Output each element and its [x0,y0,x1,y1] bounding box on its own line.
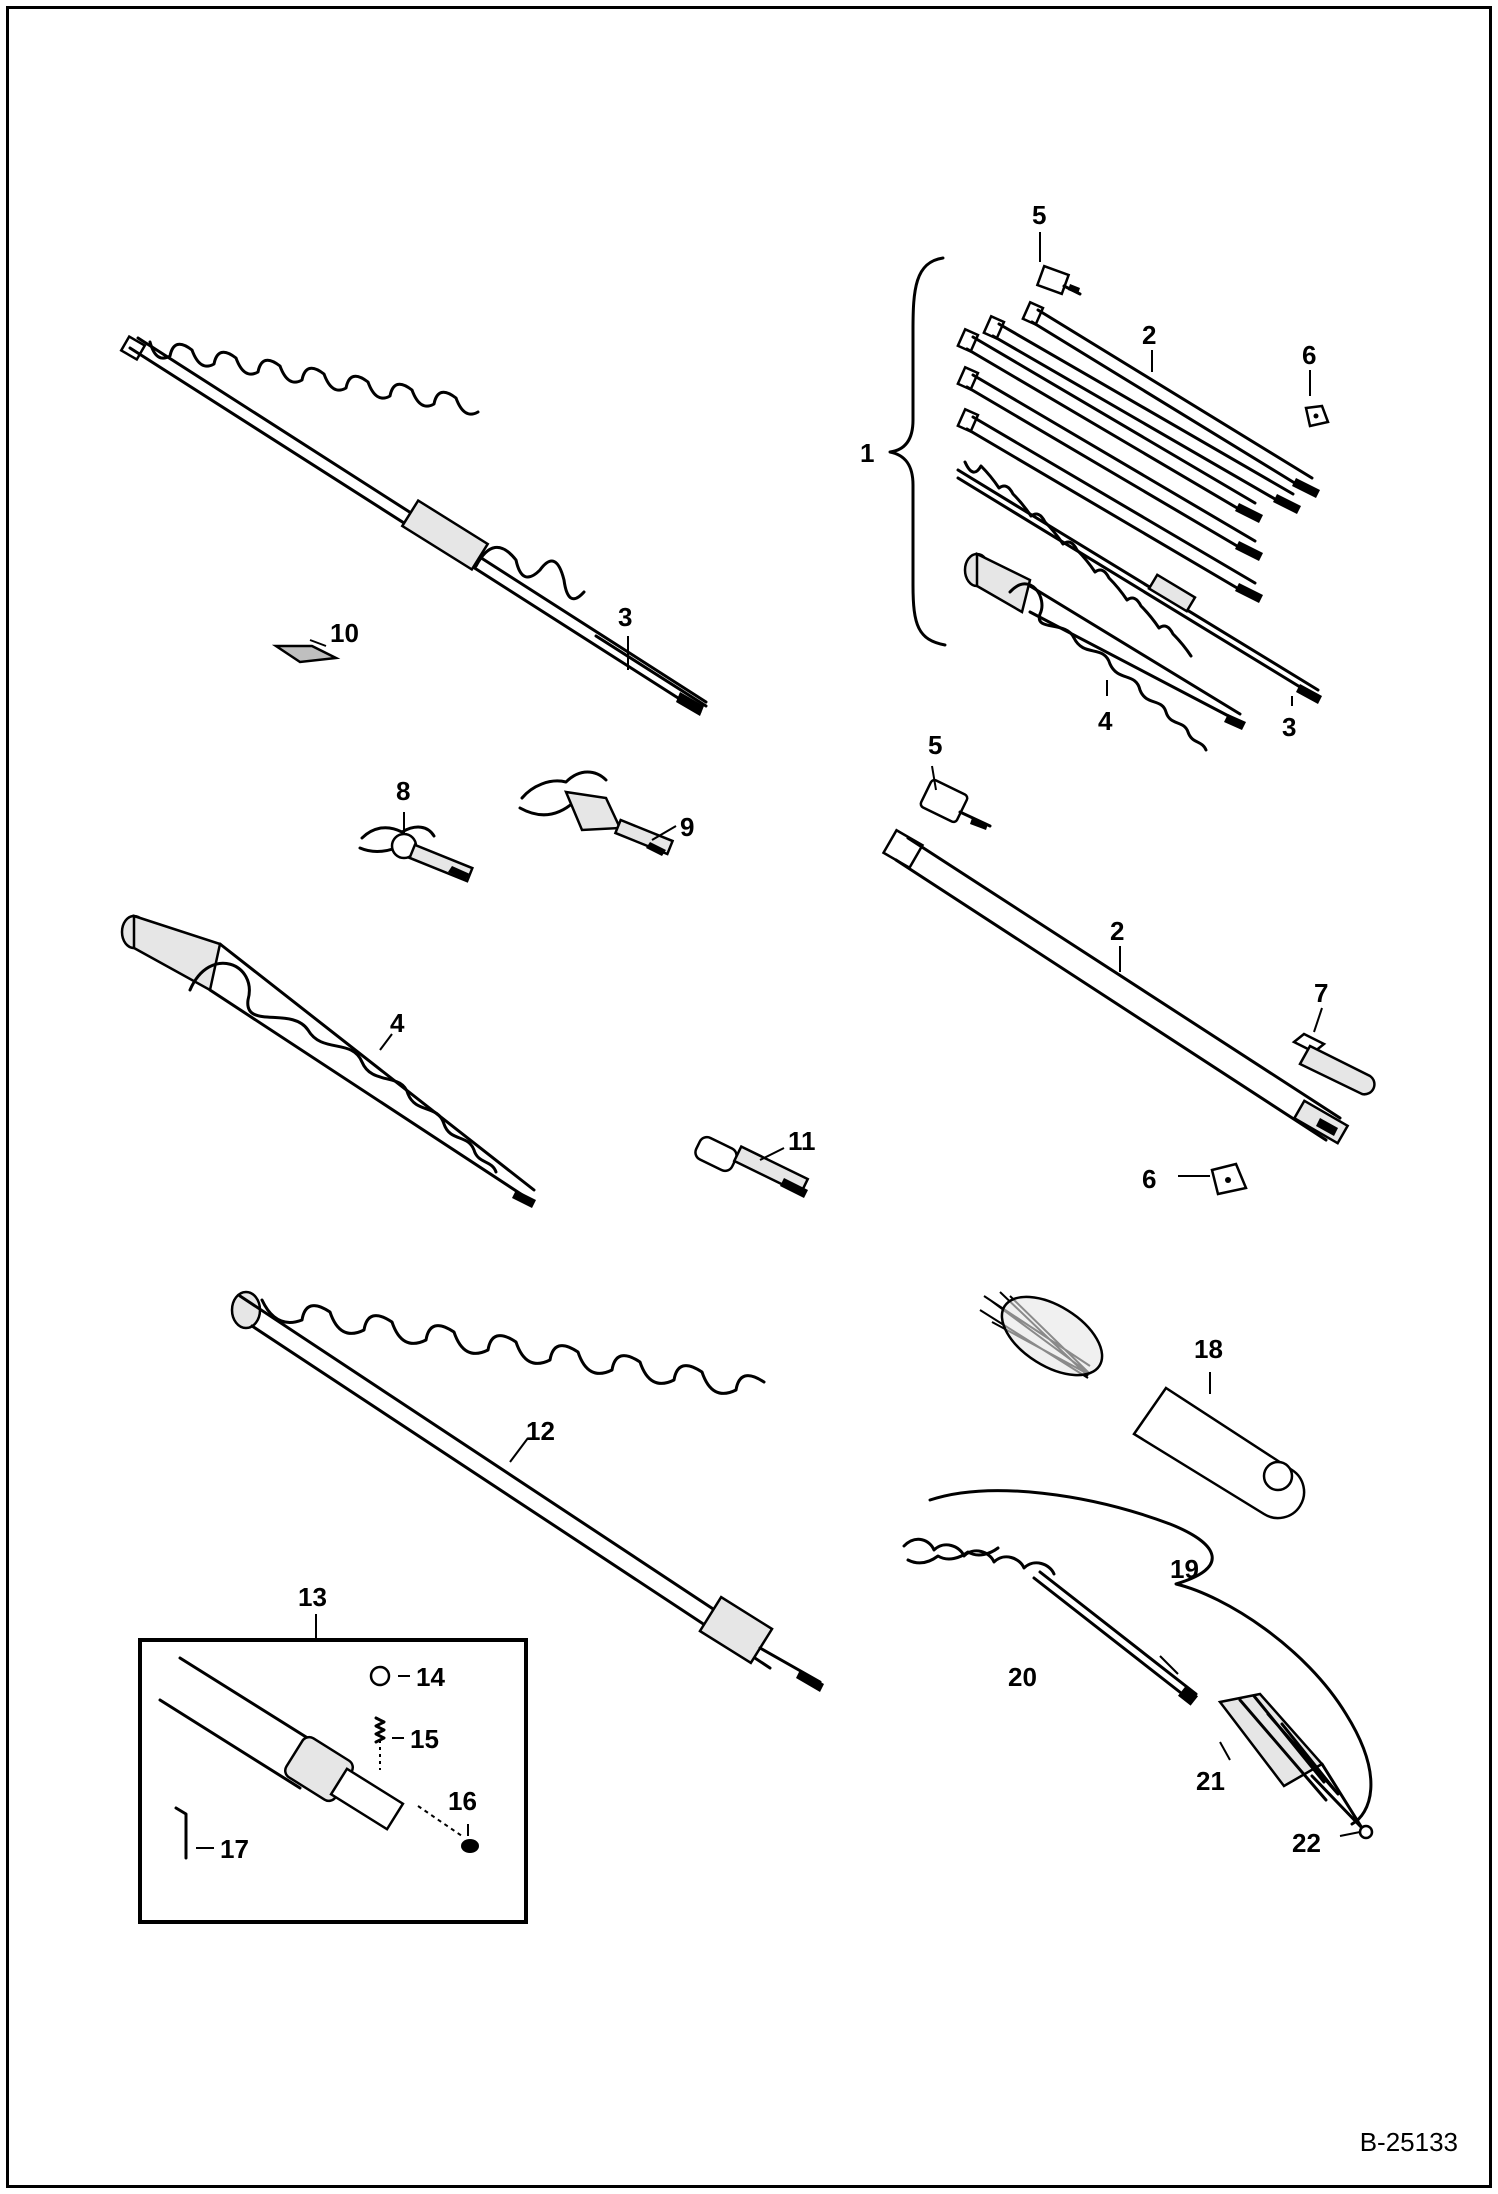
callout-6-kit: 6 [1302,340,1317,370]
callout-10: 10 [330,618,359,648]
callout-17: 17 [220,1834,249,1864]
tip-22 [1358,1824,1374,1840]
callout-8: 8 [396,776,411,806]
callout-2-mid: 2 [1110,916,1125,946]
callout-11: 11 [788,1126,816,1156]
detail-box-13 [138,1638,528,1924]
cone-21 [1217,1692,1364,1830]
callout-6-mid: 6 [1142,1164,1157,1194]
tooth-11 [694,1135,810,1198]
kit-pin-6 [1304,404,1330,428]
callout-14: 14 [416,1662,445,1692]
pin-10 [271,644,341,664]
rod-2 [881,828,1350,1145]
callout-9: 9 [680,812,695,842]
callout-4-kit: 4 [1098,706,1113,736]
callout-3-left: 3 [618,602,633,632]
pin-7 [1291,1032,1376,1096]
tooth-8 [358,825,474,883]
auger-12 [230,1290,824,1692]
kit-small-auger-3 [956,460,1322,704]
auger-4 [120,914,536,1208]
callout-19: 19 [1170,1554,1199,1584]
kit-tapered-auger-4 [963,551,1246,752]
coupler-5 [919,778,992,830]
callout-22: 22 [1292,1828,1321,1858]
callout-1: 1 [860,438,875,468]
brush-18 [979,1291,1306,1520]
callout-20: 20 [1008,1662,1037,1692]
callout-13: 13 [298,1582,327,1612]
callout-18: 18 [1194,1334,1223,1364]
callout-12: 12 [526,1416,555,1446]
callout-16: 16 [448,1786,477,1816]
auger-3 [119,334,708,716]
chain-20 [902,1537,1198,1706]
callout-5-kit: 5 [1032,200,1047,230]
callout-21: 21 [1196,1766,1225,1796]
callout-4-left: 4 [390,1008,405,1038]
kit-extension-rods [956,300,1320,603]
bracket-19 [928,1489,1373,1826]
leader-lines [196,232,1361,1849]
pin-6 [1210,1162,1248,1196]
kit-coupler-5 [1035,264,1082,296]
callout-2-kit: 2 [1142,320,1157,350]
callout-5-mid: 5 [928,730,943,760]
callout-15: 15 [410,1724,439,1754]
kit-brace [888,256,947,647]
callout-7: 7 [1314,978,1329,1008]
drawing-number: B-25133 [1359,2127,1458,2157]
tooth-9 [518,770,675,856]
callout-3-kit: 3 [1282,712,1297,742]
